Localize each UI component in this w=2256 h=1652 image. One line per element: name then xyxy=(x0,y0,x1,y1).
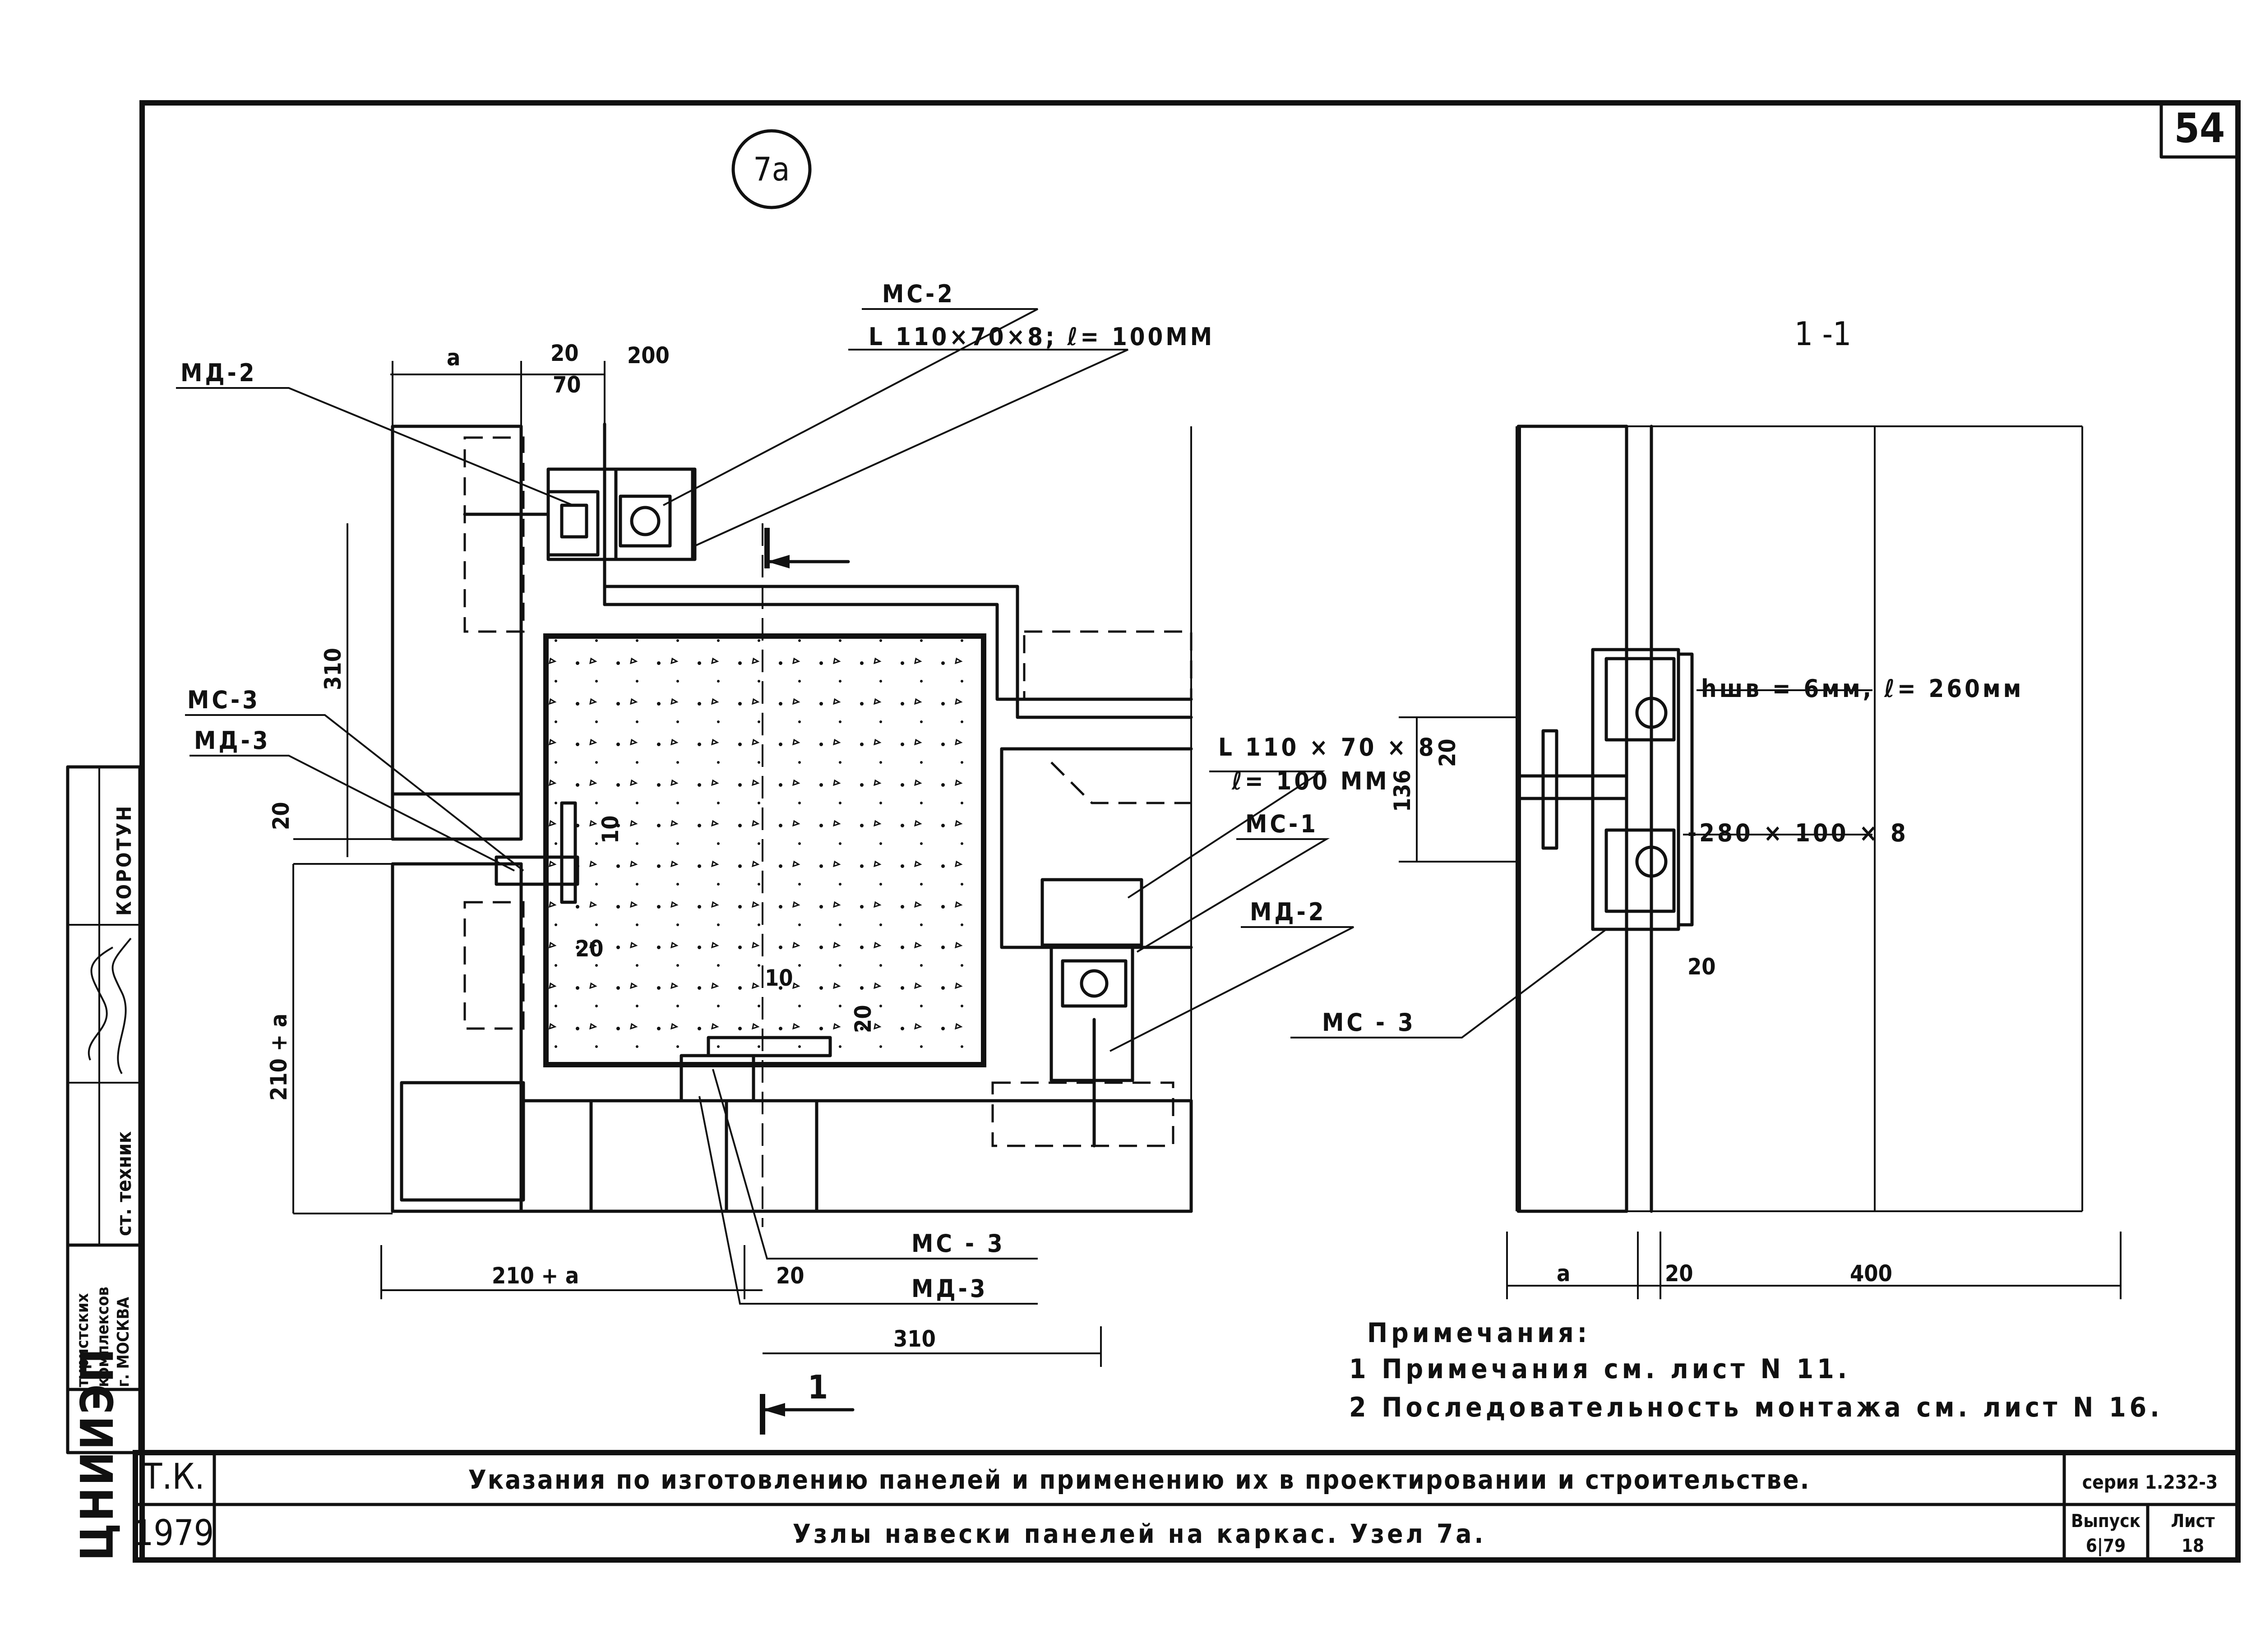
dim-20-top: 20 xyxy=(550,340,579,366)
plan-detail xyxy=(391,422,1193,1435)
callout-mc3-left: МС-3 xyxy=(187,686,260,714)
dim-a-top: a xyxy=(447,345,460,371)
stamp-logo: ЦНИИЭП xyxy=(71,1347,124,1561)
leaders xyxy=(176,308,1354,1305)
title-block xyxy=(133,1450,2241,1563)
dim-a-sec: a xyxy=(1557,1260,1570,1287)
title-code: Т.К. xyxy=(142,1457,204,1497)
callout-angle-right-b: ℓ= 100 ММ xyxy=(1231,767,1390,795)
dim-136-v: 136 xyxy=(1389,770,1415,812)
title-issue-label: Выпуск xyxy=(2071,1511,2140,1532)
dim-210a-v: 210 + a xyxy=(266,1014,292,1101)
title-series: серия 1.232-3 xyxy=(2082,1471,2218,1493)
stamp-org-3: г. МОСКВА xyxy=(114,1297,133,1387)
section-mark: 1 xyxy=(808,1368,828,1406)
section-1-1 xyxy=(1290,425,2122,1299)
dim-70-top: 70 xyxy=(553,372,581,398)
dimension-lines xyxy=(292,361,1102,1367)
title-list-value: 18 xyxy=(2182,1536,2204,1556)
title-year: 1979 xyxy=(134,1513,214,1554)
callout-mc3-bottom: МС - 3 xyxy=(911,1229,1005,1258)
title-list-label: Лист xyxy=(2171,1511,2214,1532)
callout-md2-left: МД-2 xyxy=(180,359,257,387)
node-mark: 7а xyxy=(731,129,812,209)
title-sub: Узлы навески панелей на каркас. Узел 7а. xyxy=(793,1518,1486,1549)
dim-20-v: 20 xyxy=(268,802,294,830)
callout-angle-top: L 110×70×8; ℓ= 100ММ xyxy=(869,323,1215,351)
side-stamp xyxy=(66,765,142,1454)
dim-310-v: 310 xyxy=(320,648,346,690)
dim-310-h: 310 xyxy=(893,1326,936,1352)
sheet-frame xyxy=(139,100,2241,1563)
dim-400-sec: 400 xyxy=(1850,1260,1892,1287)
note-2: 2 Последовательность монтажа см. лист N … xyxy=(1349,1392,2163,1423)
dim-10-a: 10 xyxy=(597,815,624,844)
sheet-number: 54 xyxy=(2174,105,2225,152)
callout-mc1-right: МС-1 xyxy=(1245,810,1318,838)
callout-md2-right: МД-2 xyxy=(1250,898,1327,926)
callout-mc2-top: МС-2 xyxy=(882,280,955,308)
title-issue-value: 6|79 xyxy=(2086,1536,2126,1557)
callout-weld: hшв = 6мм, ℓ= 260мм xyxy=(1701,674,2024,703)
dim-20-a: 20 xyxy=(575,936,604,962)
stamp-org-1: туристских xyxy=(74,1293,92,1387)
stamp-name: КОРОТУН xyxy=(113,804,136,916)
dim-20-bottom: 20 xyxy=(776,1263,804,1289)
title-main: Указания по изготовлению панелей и приме… xyxy=(468,1464,1811,1495)
stamp-role: ст. техник xyxy=(113,1131,136,1236)
stamp-org-2: комплексов xyxy=(94,1287,112,1387)
dim-10-b: 10 xyxy=(765,965,793,991)
dim-210a-h: 210 + a xyxy=(492,1263,579,1289)
section-title: 1 -1 xyxy=(1794,315,1851,353)
callout-angle-right-a: L 110 × 70 × 8 xyxy=(1218,733,1437,761)
callout-plate: -280 × 100 × 8 xyxy=(1687,819,1909,847)
notes-heading: Примечания: xyxy=(1367,1317,1590,1349)
callout-md3-left: МД-3 xyxy=(194,726,271,755)
dim-20-b: 20 xyxy=(850,1005,876,1033)
dim-20-sec: 20 xyxy=(1434,738,1461,767)
dim-200-top: 200 xyxy=(627,342,670,369)
callout-mc3-section: МС - 3 xyxy=(1322,1008,1416,1037)
dim-20-sec-b: 20 xyxy=(1687,954,1716,980)
node-mark-label: 7а xyxy=(754,150,790,188)
note-1: 1 Примечания см. лист N 11. xyxy=(1349,1353,1850,1385)
dim-20-sec-bottom: 20 xyxy=(1665,1260,1693,1287)
callout-md3-bottom: МД-3 xyxy=(911,1274,988,1303)
